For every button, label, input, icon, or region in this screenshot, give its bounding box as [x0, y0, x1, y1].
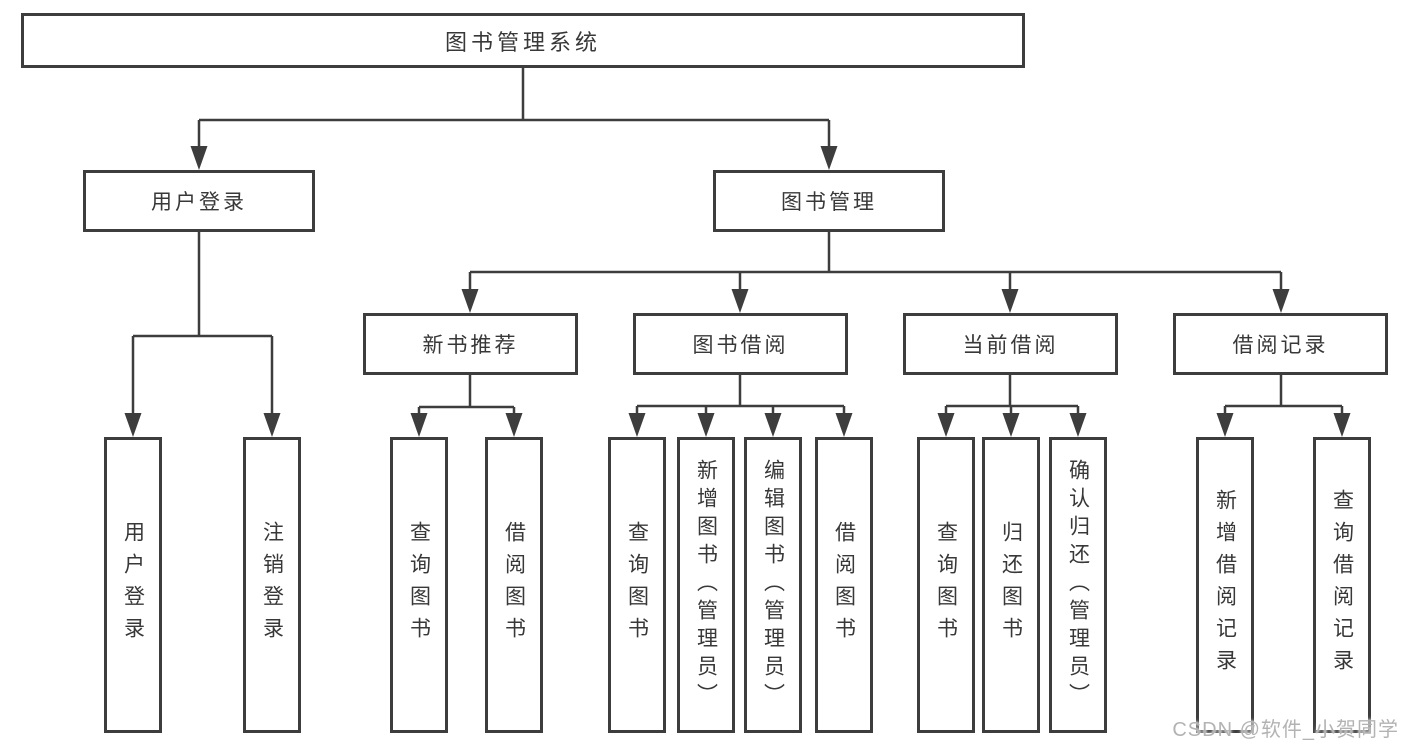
arrow-icon: [505, 413, 523, 437]
arrow-icon: [835, 413, 853, 437]
arrow-icon: [461, 289, 479, 313]
leaf-borrow-book: 借阅图书: [815, 437, 873, 733]
node-label: 查询图书: [934, 521, 958, 649]
node-label: 新书推荐: [422, 334, 519, 357]
node-new-book-recommend: 新书推荐: [363, 313, 578, 375]
leaf-query-books-borrowing: 查询图书: [608, 437, 666, 733]
arrow-icon: [124, 413, 142, 437]
node-label: 借阅图书: [832, 521, 856, 649]
arrow-icon: [937, 413, 955, 437]
node-book-borrowing: 图书借阅: [633, 313, 848, 375]
arrow-icon: [263, 413, 281, 437]
leaf-edit-book-admin: 编辑图书（管理员）: [744, 437, 802, 733]
node-label: 新增借阅记录: [1213, 489, 1237, 681]
node-label: 编辑图书（管理员）: [761, 459, 785, 711]
node-label: 借阅记录: [1232, 334, 1329, 357]
leaf-add-book-admin: 新增图书（管理员）: [677, 437, 735, 733]
arrow-icon: [697, 413, 715, 437]
node-label: 图书管理: [781, 191, 877, 214]
node-label: 确认归还（管理员）: [1066, 459, 1090, 711]
arrow-icon: [731, 289, 749, 313]
arrow-icon: [820, 146, 838, 170]
arrow-icon: [628, 413, 646, 437]
leaf-confirm-return-admin: 确认归还（管理员）: [1049, 437, 1107, 733]
node-current-borrowing: 当前借阅: [903, 313, 1118, 375]
node-book-management: 图书管理: [713, 170, 945, 232]
node-user-login: 用户登录: [83, 170, 315, 232]
arrow-icon: [764, 413, 782, 437]
node-label: 图书管理系统: [444, 29, 601, 55]
leaf-logout: 注销登录: [243, 437, 301, 733]
node-label: 当前借阅: [962, 334, 1059, 357]
node-label: 借阅图书: [502, 521, 526, 649]
node-label: 注销登录: [260, 521, 284, 649]
arrow-icon: [1069, 413, 1087, 437]
node-label: 图书借阅: [692, 334, 789, 357]
csdn-watermark: CSDN @软件_小贺同学: [1172, 719, 1399, 741]
node-label: 归还图书: [999, 521, 1023, 649]
leaf-query-books-recommend: 查询图书: [390, 437, 448, 733]
leaf-borrow-books-recommend: 借阅图书: [485, 437, 543, 733]
arrow-icon: [1216, 413, 1234, 437]
node-label: 查询借阅记录: [1330, 489, 1354, 681]
node-label: 查询图书: [625, 521, 649, 649]
leaf-query-borrow-record: 查询借阅记录: [1313, 437, 1371, 733]
leaf-user-login: 用户登录: [104, 437, 162, 733]
arrow-icon: [410, 413, 428, 437]
node-label: 用户登录: [121, 521, 145, 649]
arrow-icon: [1001, 289, 1019, 313]
leaf-query-books-current: 查询图书: [917, 437, 975, 733]
leaf-return-book: 归还图书: [982, 437, 1040, 733]
leaf-add-borrow-record: 新增借阅记录: [1196, 437, 1254, 733]
node-library-system: 图书管理系统: [21, 13, 1025, 68]
arrow-icon: [1002, 413, 1020, 437]
node-borrowing-records: 借阅记录: [1173, 313, 1388, 375]
node-label: 用户登录: [151, 191, 247, 214]
node-label: 查询图书: [407, 521, 431, 649]
arrow-icon: [1333, 413, 1351, 437]
arrow-icon: [1272, 289, 1290, 313]
arrow-icon: [190, 146, 208, 170]
node-label: 新增图书（管理员）: [694, 459, 718, 711]
